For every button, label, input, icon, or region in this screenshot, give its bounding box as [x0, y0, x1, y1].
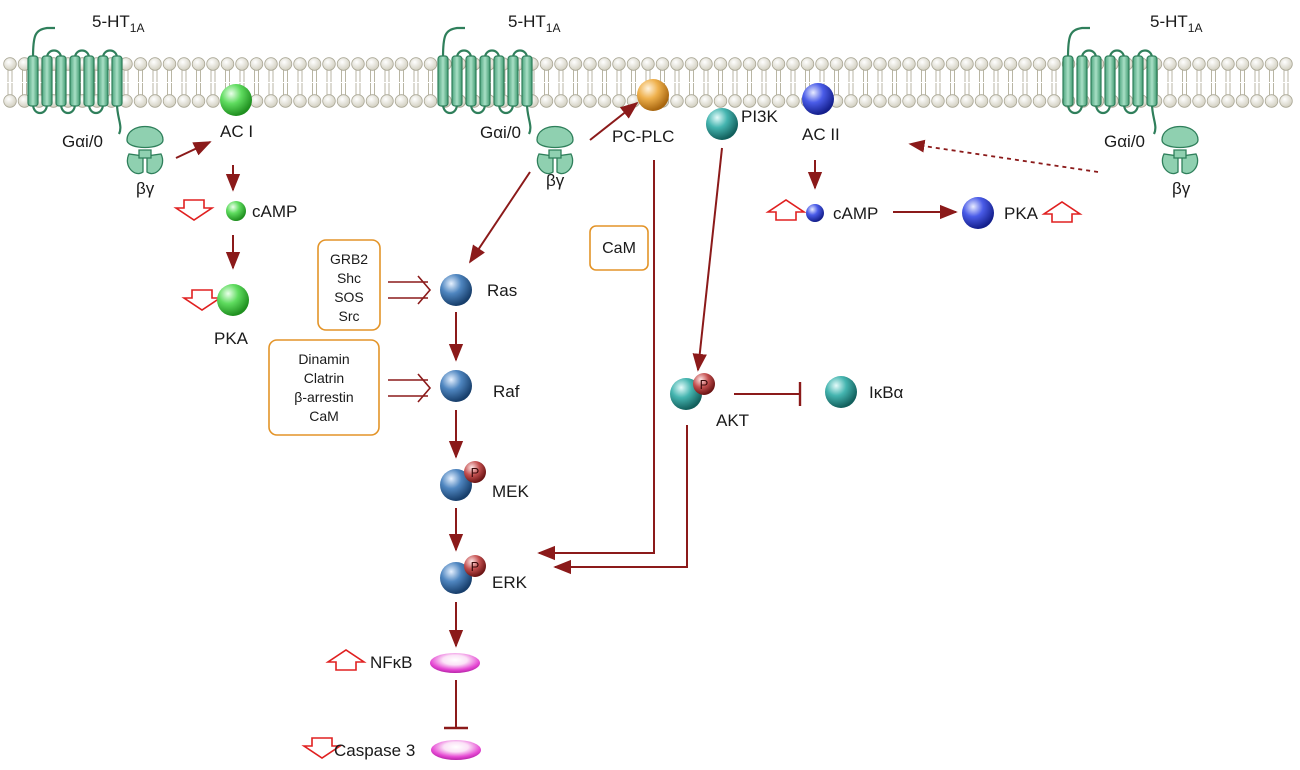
erk-label: ERK [492, 573, 528, 592]
nfkb-label: NFκB [370, 653, 413, 672]
endocytosis-cam: CaM [309, 408, 339, 424]
mek-phospho [464, 461, 486, 483]
receptor-5ht1a-right [1062, 26, 1158, 135]
arrow-pi3k-akt [692, 147, 723, 372]
receptor-label-center: 5-HT1A [508, 12, 560, 35]
pi3k-label: PI3K [741, 107, 779, 126]
camp-sphere-right [806, 204, 824, 222]
ac1-sphere [220, 84, 252, 116]
receptor-label-right: 5-HT1A [1150, 12, 1202, 35]
camp-sphere-left [226, 201, 246, 221]
adaptor-src: Src [339, 308, 360, 324]
decrease-indicator-caspase [301, 737, 343, 759]
pka-label-left: PKA [214, 329, 249, 348]
erk-phospho-label: P [471, 559, 480, 574]
erk-phospho [464, 555, 486, 577]
arrow-akt-erk [553, 425, 688, 575]
ikba-label: IκBα [869, 383, 904, 402]
caspase-ellipse [431, 740, 481, 760]
ikba-sphere [825, 376, 857, 408]
increase-indicator-pka-right [1041, 201, 1083, 223]
g-alpha-label-left: Gαi/0 [62, 132, 103, 151]
arrow-pcplc-erk [537, 160, 655, 561]
increase-indicator-nfkb [325, 649, 367, 671]
receptor-5ht1a-center [437, 26, 533, 135]
ac2-label: AC II [802, 125, 840, 144]
pka-sphere-right [962, 197, 994, 229]
receptor-label-left: 5-HT1A [92, 12, 144, 35]
nfkb-ellipse [430, 653, 480, 673]
double-arrow-endocytosis-raf [388, 373, 432, 403]
mek-label: MEK [492, 482, 530, 501]
pi3k-sphere [706, 108, 738, 140]
camp-label-left: cAMP [252, 202, 297, 221]
g-protein-right [1161, 126, 1199, 175]
akt-phospho [693, 373, 715, 395]
increase-indicator-camp-right [765, 199, 807, 221]
pcplc-sphere [637, 79, 669, 111]
g-betagamma-label-right: βγ [1172, 179, 1191, 198]
camp-label-right: cAMP [833, 204, 878, 223]
raf-label: Raf [493, 382, 520, 401]
caspase-label: Caspase 3 [334, 741, 415, 760]
g-alpha-label-center: Gαi/0 [480, 123, 521, 142]
raf-sphere [440, 370, 472, 402]
g-protein-left [126, 126, 164, 175]
ras-sphere [440, 274, 472, 306]
g-betagamma-label-left: βγ [136, 179, 155, 198]
cam-box [589, 225, 649, 271]
arrow-galpha-pcplc [589, 101, 639, 141]
erk-sphere [440, 562, 472, 594]
receptor-5ht1a-left [27, 26, 123, 135]
endocytosis-dinamin: Dinamin [298, 351, 349, 367]
ac2-sphere [802, 83, 834, 115]
mek-sphere [440, 469, 472, 501]
pka-sphere-left [217, 284, 249, 316]
ras-label: Ras [487, 281, 517, 300]
arrow-galpha-ac1 [175, 141, 212, 159]
adaptor-box [317, 239, 381, 331]
cam-box-label: CaM [602, 240, 636, 257]
decrease-indicator-camp-left [173, 199, 215, 221]
g-betagamma-label-center: βγ [546, 171, 565, 190]
akt-phospho-label: P [700, 377, 709, 392]
endocytosis-barrestin: β-arrestin [294, 389, 353, 405]
adaptor-shc: Shc [337, 270, 361, 286]
ac1-label: AC I [220, 122, 253, 141]
decrease-indicator-pka-left [181, 289, 223, 311]
akt-label: AKT [716, 411, 749, 430]
g-alpha-label-right: Gαi/0 [1104, 132, 1145, 151]
adaptor-grb2: GRB2 [330, 251, 368, 267]
g-protein-center [536, 126, 574, 175]
pka-label-right: PKA [1004, 204, 1039, 223]
pcplc-label: PC-PLC [612, 127, 674, 146]
double-arrow-adaptor-ras [388, 275, 432, 305]
endocytosis-clatrin: Clatrin [304, 370, 344, 386]
dashed-arrow-receptor-ac2 [908, 139, 1099, 173]
endocytosis-box [268, 339, 380, 436]
mek-phospho-label: P [471, 465, 480, 480]
adaptor-sos: SOS [334, 289, 364, 305]
arrow-betagamma-ras [469, 171, 531, 264]
